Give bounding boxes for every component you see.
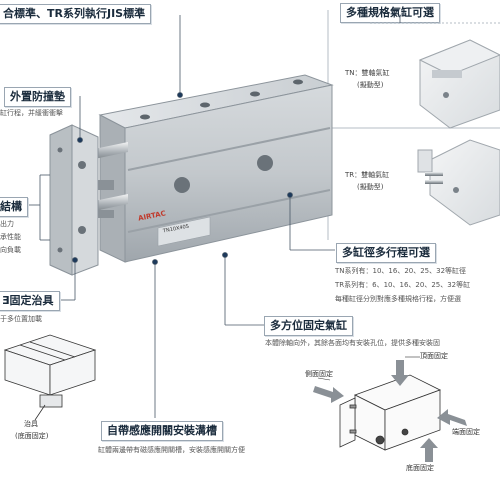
main-cylinder — [98, 74, 334, 263]
header-right-title: 多種規格氣缸可選 — [340, 3, 440, 23]
fixture-desc: 于多位置加載 — [0, 315, 42, 323]
variant-tn-code: TN：雙軸氣缸 — [345, 69, 390, 77]
top-mount-label: 頂面固定 — [420, 352, 448, 360]
mounting-title: 多方位固定氣缸 — [264, 316, 353, 336]
bore-stroke-line-2: TR系列有：6、10、16、20、25、32等缸 — [335, 281, 471, 289]
jig-diagram — [3, 334, 97, 421]
bumper-title: 外置防撞墊 — [4, 87, 71, 107]
header-left-title: 合標準、TR系列執行JIS標準 — [0, 4, 152, 24]
variant-tr-code: TR：雙軸氣缸 — [345, 171, 390, 179]
structure-line-2: 承性能 — [0, 233, 21, 241]
variant-tn-note: (擬動型) — [357, 81, 384, 89]
side-mount-label: 側面固定 — [305, 370, 333, 378]
structure-line-3: 向負載 — [0, 246, 21, 254]
variant-tr-note: (擬動型) — [357, 183, 384, 191]
end-plate — [49, 124, 99, 276]
jig-label: 治具 — [24, 420, 38, 428]
bottom-mount-label: 底面固定 — [406, 464, 434, 472]
bore-stroke-line-3: 每種缸徑分別對應多種規格行程，方便選 — [335, 295, 461, 303]
mounting-diagram — [339, 374, 442, 451]
sensor-desc: 缸體兩邊帶有磁感應開關槽，安裝感應開關方便 — [98, 446, 245, 454]
structure-title: 結構 — [0, 197, 28, 217]
sensor-title: 自帶感應開關安裝溝槽 — [101, 421, 223, 441]
bore-stroke-line-1: TN系列有：10、16、20、25、32等缸徑 — [335, 267, 467, 275]
mounting-desc: 本體除軸向外，其餘各面均有安裝孔位，提供多種安裝固 — [265, 339, 440, 347]
structure-line-1: 出力 — [0, 220, 14, 228]
fixture-title: Ǝ固定治具 — [0, 291, 60, 311]
jig-note: (底面固定) — [15, 432, 49, 440]
tr-cylinder-photo — [417, 139, 500, 226]
end-mount-label: 端面固定 — [452, 428, 480, 436]
bore-stroke-title: 多缸徑多行程可選 — [336, 243, 436, 263]
bumper-desc: 缸行程，并緩衝衝擊 — [0, 109, 63, 117]
tn-cylinder-photo — [418, 39, 500, 129]
